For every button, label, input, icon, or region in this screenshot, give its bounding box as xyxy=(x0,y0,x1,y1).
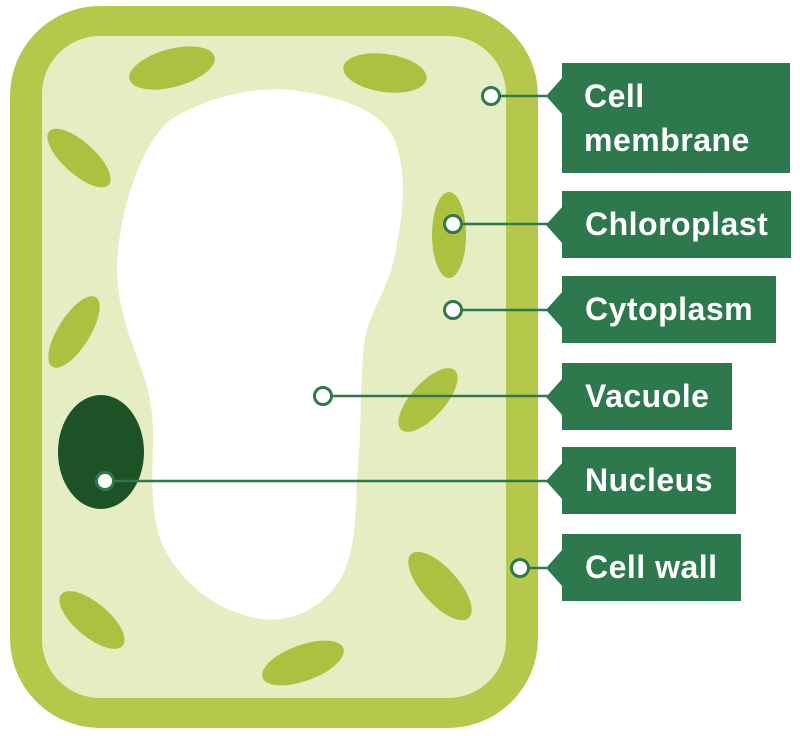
chloroplast-shape xyxy=(408,551,472,621)
chloroplast-shape xyxy=(47,128,111,188)
vacuole-shape xyxy=(116,89,403,620)
nucleus-shape xyxy=(58,395,144,509)
marker-dot-cell-membrane xyxy=(481,86,501,106)
chloroplast-shape xyxy=(48,296,100,368)
label-nucleus: Nucleus xyxy=(562,447,736,514)
label-vacuole: Vacuole xyxy=(562,363,733,430)
chloroplast-shape xyxy=(59,591,125,649)
marker-dot-cell-wall xyxy=(510,558,530,578)
label-cell-wall: Cell wall xyxy=(562,534,741,601)
label-cell-membrane: Cell membrane xyxy=(562,63,790,173)
chloroplast-shape xyxy=(432,192,466,278)
chloroplast-shape xyxy=(129,46,215,90)
label-chloroplast: Chloroplast xyxy=(562,191,792,258)
marker-dot-cytoplasm xyxy=(443,300,463,320)
chloroplast-shape xyxy=(343,53,427,93)
chloroplast-shape xyxy=(398,368,458,432)
chloroplast-shape xyxy=(262,640,344,686)
marker-dot-vacuole xyxy=(313,386,333,406)
marker-dot-nucleus xyxy=(95,471,115,491)
marker-dot-chloroplast xyxy=(443,214,463,234)
label-cytoplasm: Cytoplasm xyxy=(562,276,777,343)
